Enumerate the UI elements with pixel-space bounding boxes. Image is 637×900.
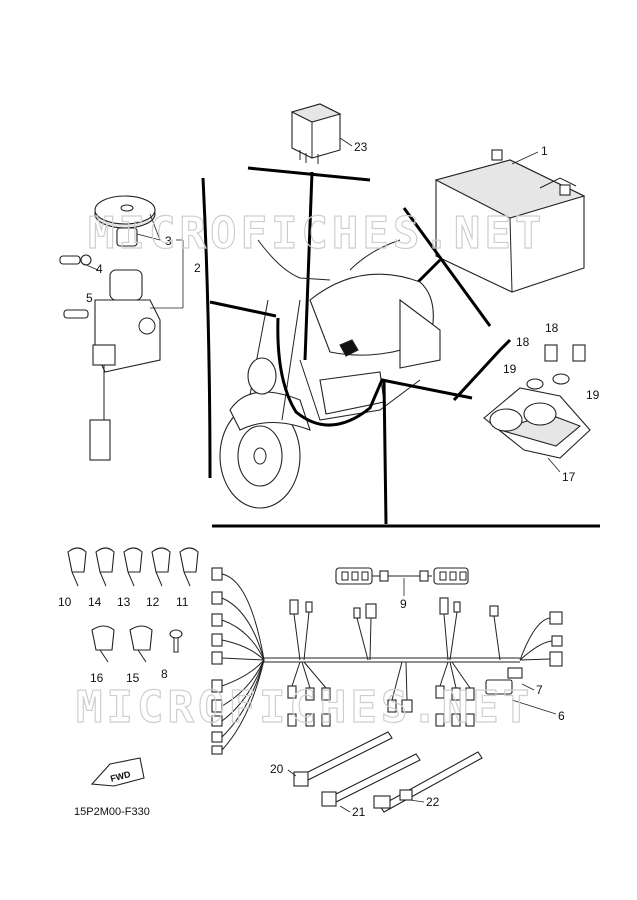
main-switch-part <box>59 195 161 461</box>
callout-23: 23 <box>354 140 368 154</box>
horn-part <box>483 344 591 459</box>
callout-12: 12 <box>146 595 160 609</box>
callout-14: 14 <box>88 595 102 609</box>
callout-19a: 19 <box>503 362 517 376</box>
callout-1: 1 <box>541 144 548 158</box>
callout-11: 11 <box>176 595 189 609</box>
callout-9: 9 <box>400 597 407 611</box>
callout-21: 21 <box>352 805 366 819</box>
watermark-upper: MICROFICHES.NET <box>88 208 545 259</box>
watermark-lower: MICROFICHES.NET <box>76 682 533 733</box>
relay-part <box>290 103 342 164</box>
diagram-code: 15P2M00-F330 <box>74 806 150 818</box>
callout-10: 10 <box>58 595 72 609</box>
callout-19b: 19 <box>586 388 600 402</box>
callout-18a: 18 <box>545 321 559 335</box>
battery-part <box>434 149 586 293</box>
wire-harness <box>211 567 563 755</box>
callout-17: 17 <box>562 470 576 484</box>
callout-22: 22 <box>426 795 440 809</box>
clips-lower <box>91 625 183 663</box>
callout-5: 5 <box>86 291 93 305</box>
fwd-label: FWD <box>109 769 132 784</box>
callout-6: 6 <box>558 709 565 723</box>
fwd-arrow-icon: FWD <box>90 757 145 787</box>
callout-16: 16 <box>90 671 104 685</box>
callout-13: 13 <box>117 595 131 609</box>
callout-7: 7 <box>536 683 543 697</box>
connector-pair <box>335 567 469 585</box>
callout-3: 3 <box>165 234 172 248</box>
callout-8: 8 <box>161 667 168 681</box>
motorcycle-illustration <box>219 239 441 509</box>
callout-18b: 18 <box>516 335 530 349</box>
cable-ties <box>293 731 483 813</box>
callout-20: 20 <box>270 762 284 776</box>
callout-4: 4 <box>96 262 103 276</box>
callout-15: 15 <box>126 671 140 685</box>
callout-2: 2 <box>194 261 201 275</box>
clips-row <box>67 547 199 587</box>
